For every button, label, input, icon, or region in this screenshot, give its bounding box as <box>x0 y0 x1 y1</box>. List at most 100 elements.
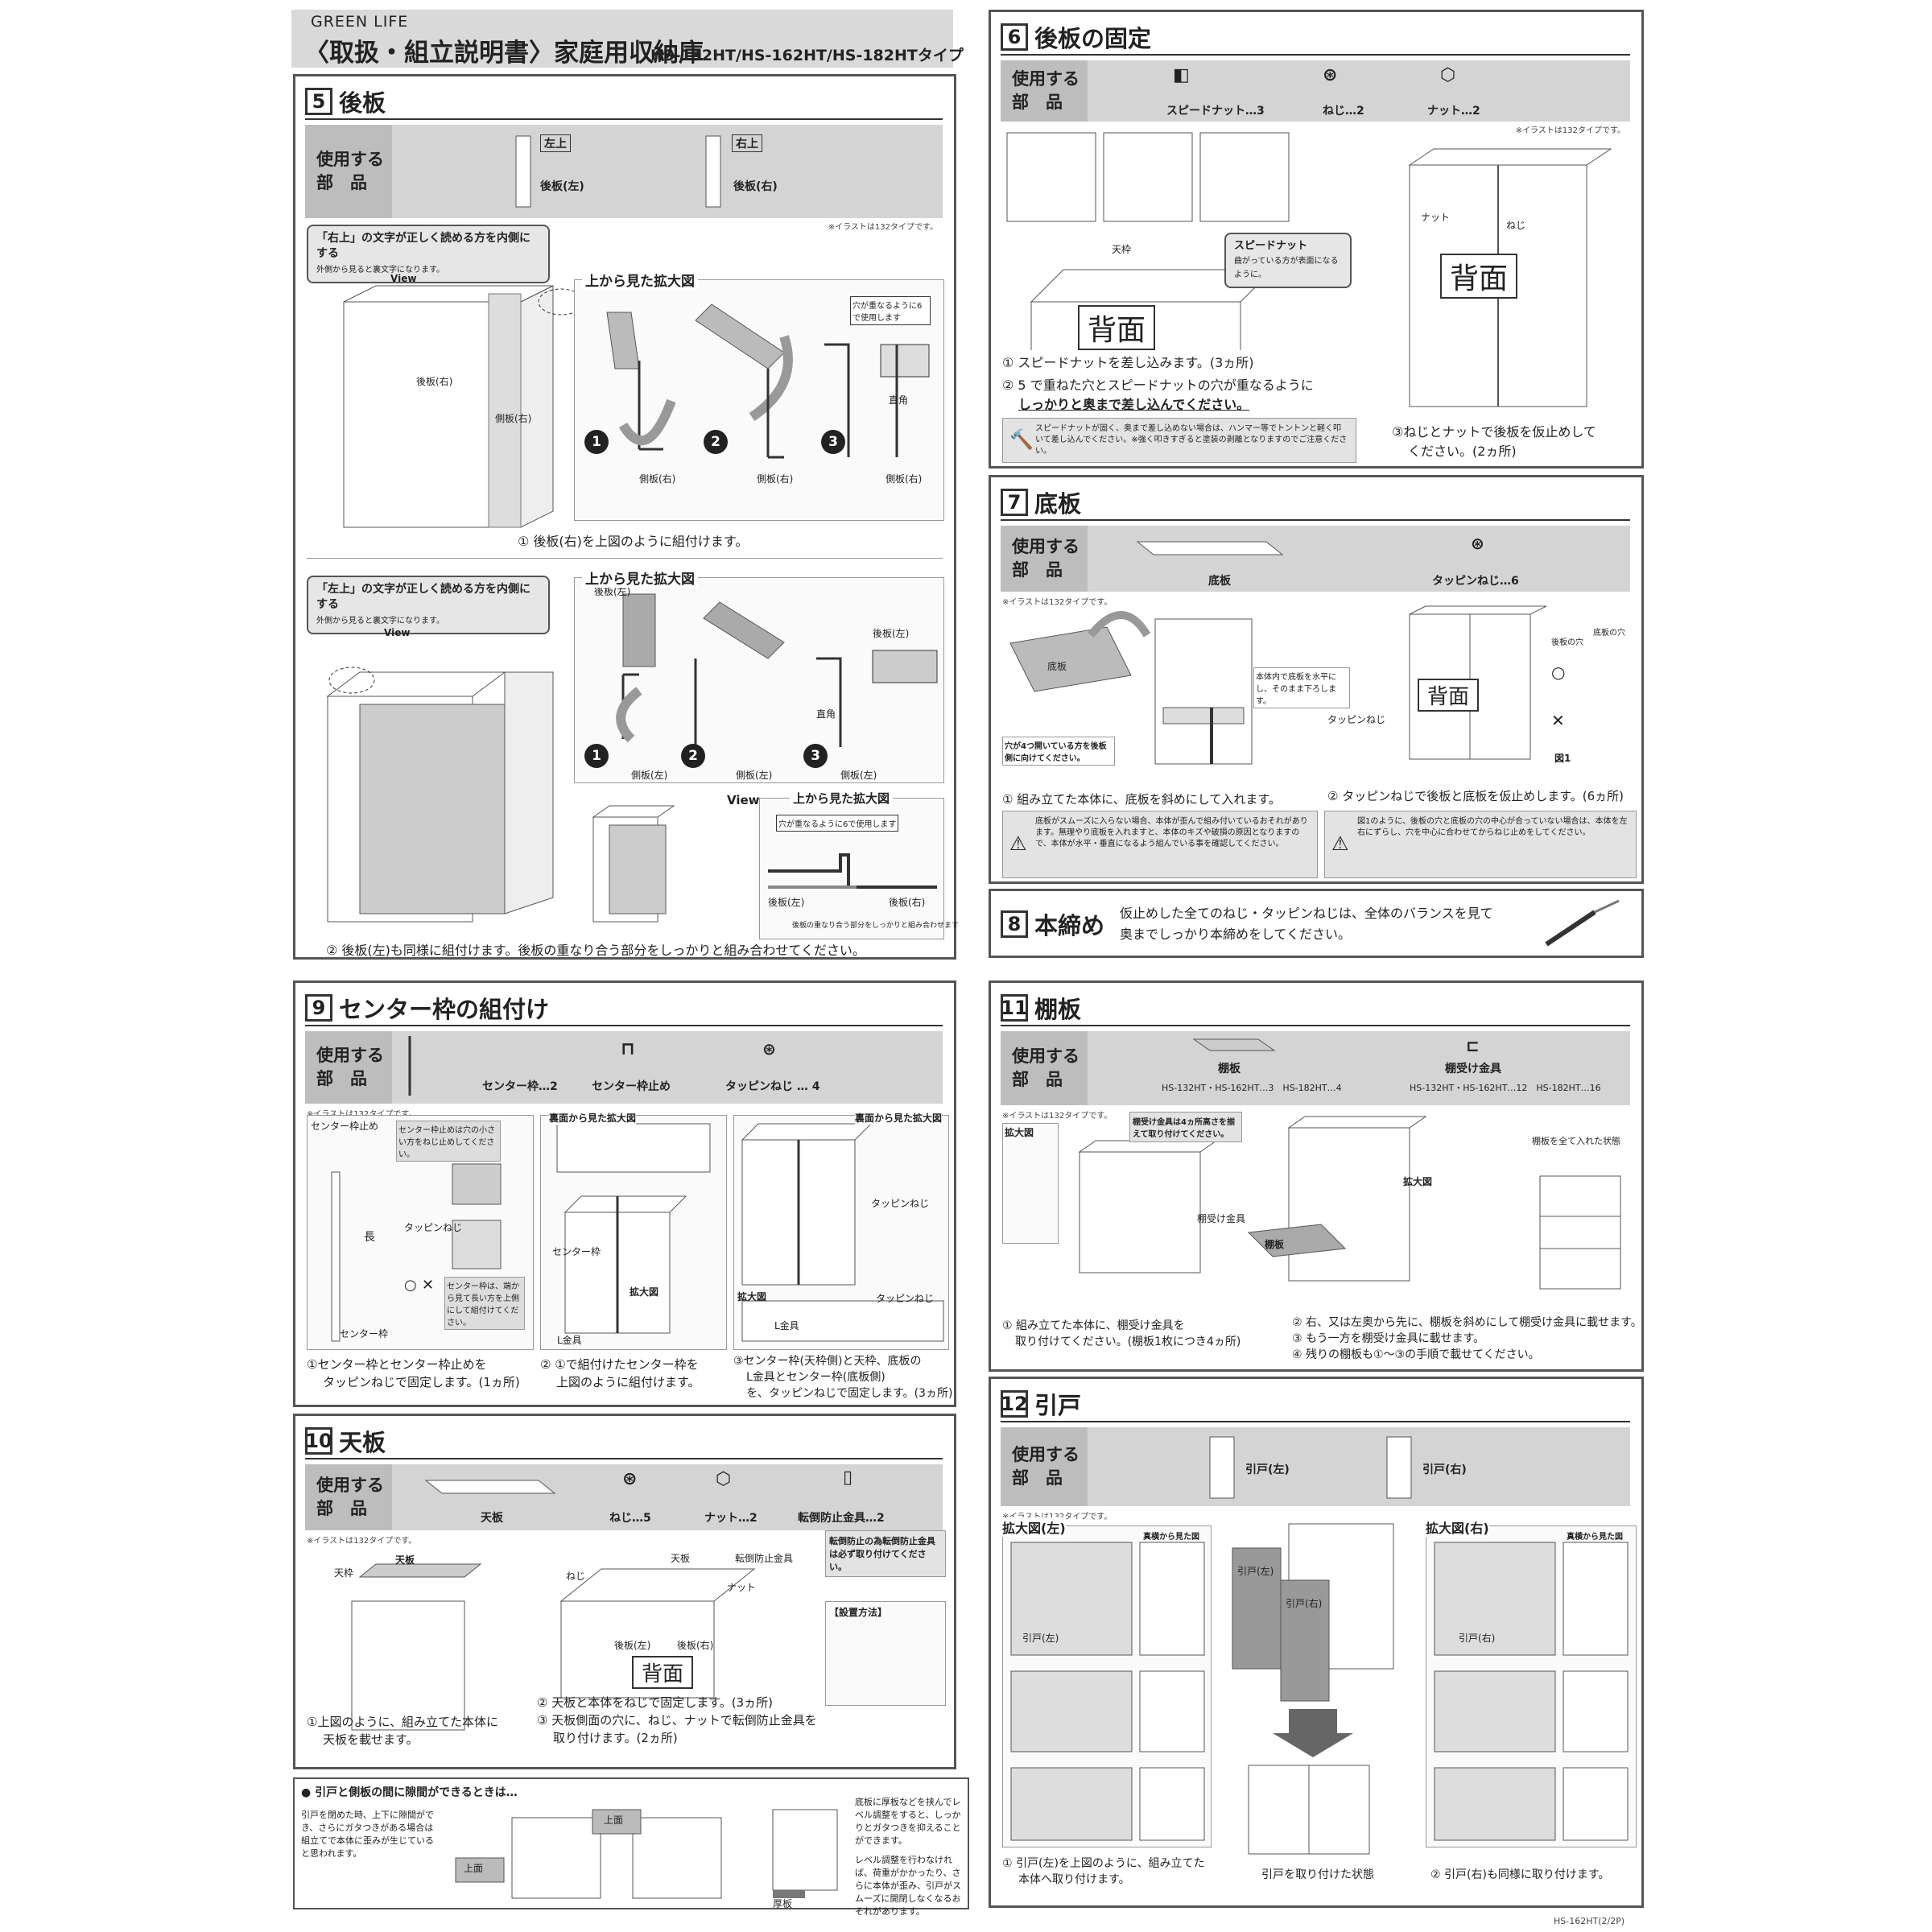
door-left-diagram <box>1010 1542 1205 1841</box>
callout-anti-tip: 転倒防止の為転倒防止金具は必ず取り付けてください。 <box>825 1530 946 1577</box>
part-speed-nut: スピードナット…3 <box>1166 105 1265 118</box>
illustration-note: ※イラストは132タイプです。 <box>1515 126 1625 135</box>
zoom-figure-1: 1 2 3 側板(右) 側板(右) 側板(右) 直角 穴が重なるように6で使用し… <box>574 279 944 521</box>
step11-4: ④ 残りの棚板も①〜③の手順で載せてください。 <box>1292 1348 1540 1361</box>
label-top-frame: 天枠 <box>1112 244 1132 255</box>
label-back-view: 背面 <box>1418 679 1480 712</box>
install-method-title: 【設置方法】 <box>829 1607 888 1618</box>
step11-1b: 取り付けてください。(棚板1枚につき4ヵ所) <box>1015 1335 1241 1348</box>
zoom-title-2: 上から見た拡大図 <box>582 568 698 588</box>
label-hole-back: 後板の穴 <box>1551 638 1583 647</box>
doors-icon <box>1209 1436 1412 1499</box>
cabinet-shelf-diagram <box>1078 1140 1218 1274</box>
step-marker-6: 3 <box>803 744 828 768</box>
overlap-note: 後板の重なり合う部分をしっかりと組み合わせます <box>792 922 960 930</box>
step6-2a: ② 5 で重ねた穴とスピードナットの穴が重なるように <box>1002 378 1314 393</box>
label-back-left-zoom-2: 後板(左) <box>873 628 910 639</box>
step-marker-2: 2 <box>704 430 728 454</box>
step-marker-4: 1 <box>584 744 609 768</box>
footer-code: HS-162HT(2/2P) <box>1554 1916 1625 1926</box>
illustration-note: ※イラストは132タイプです。 <box>307 1107 416 1119</box>
shelf-insert-diagram <box>1247 1116 1427 1282</box>
zoom-title-back-2: 裏面から見た拡大図 <box>855 1111 943 1125</box>
step6-3a: ③ねじとナットで後板を仮止めして <box>1392 424 1596 440</box>
label-tapping-screw-3: タッピンねじ <box>876 1293 935 1304</box>
step-marker-5: 2 <box>681 744 705 768</box>
step9-2b: 上図のように組付けます。 <box>556 1375 700 1389</box>
step12-1b: 本体へ取り付けます。 <box>1018 1873 1130 1886</box>
step12-1a: ① 引戸(左)を上図のように、組み立てた <box>1002 1857 1205 1870</box>
label-door-right-2: 引戸(右) <box>1459 1633 1496 1644</box>
part-center-stopper: センター枠止め <box>592 1080 671 1093</box>
label-side-view-2: 真横から見た図 <box>1567 1533 1623 1542</box>
center-stopper-icon: ⊓ <box>621 1039 635 1059</box>
step11-1a: ① 組み立てた本体に、棚受け金具を <box>1002 1319 1185 1332</box>
label-center-frame-2: センター枠 <box>552 1246 601 1257</box>
parts-box: 使用する部 品 底板 ⊛ タッピンねじ…6 <box>1001 526 1630 592</box>
nut-icon: ⬡ <box>1440 65 1456 85</box>
part-tapping-screw: タッピンねじ…6 <box>1432 575 1519 588</box>
top-board-icon <box>424 1480 556 1494</box>
label-right-angle-2: 直角 <box>816 708 836 720</box>
label-side-right-zoom: 側板(右) <box>639 473 676 485</box>
view-label-3: View <box>727 793 760 807</box>
section-title: 底板 <box>1034 490 1082 518</box>
zoom-title-left: 拡大図(左) <box>1002 1517 1066 1537</box>
gap-title: ● 引戸と側板の間に隙間ができるときは… <box>301 1786 518 1799</box>
fig-bracket-zoom: 拡大図 <box>1002 1123 1059 1244</box>
step7-1: ① 組み立てた本体に、底板を斜めにして入れます。 <box>1002 792 1281 807</box>
step7-2: ② タッピンねじで後板と底板を仮止めします。(6ヵ所) <box>1327 789 1624 803</box>
label-board: 厚板 <box>773 1898 793 1909</box>
label-l-bracket-2: L金具 <box>774 1320 799 1331</box>
screwdriver-icon <box>1545 899 1620 947</box>
zoom-figure-2: 1 2 3 後板(左) 後板(左) 直角 側板(左) 側板(左) 側板(左) <box>574 577 944 783</box>
label-gap-upper: 上面 <box>604 1814 624 1826</box>
center-stopper-diagram <box>331 1163 502 1342</box>
zoom-title-1: 上から見た拡大図 <box>582 270 698 290</box>
label-door-left-2: 引戸(左) <box>1237 1566 1274 1577</box>
warning-holes: ⚠図1のように、後板の穴と底板の穴の中心が合っていない場合は、本体を左右にずらし… <box>1324 811 1637 878</box>
tapping-screw-icon: ⊛ <box>762 1039 776 1059</box>
parts-box: 使用する部 品 左上 後板(左) 右上 後板(右) <box>305 125 943 218</box>
step6-2b: しっかりと奥まで差し込んでください。 <box>1018 397 1250 412</box>
zoom-title-3: 上から見た拡大図 <box>790 790 894 807</box>
gap-note-section: ● 引戸と側板の間に隙間ができるときは… 引戸を閉めた時、上下に隙間ができ、さら… <box>293 1777 969 1917</box>
label-shelf: 棚板 <box>1265 1239 1285 1250</box>
label-side-right-zoom-3: 側板(右) <box>886 473 923 485</box>
section-number: 10 <box>305 1427 332 1455</box>
zoom-title: 拡大図 <box>1005 1127 1034 1138</box>
correct-mark: ○ <box>1551 663 1566 682</box>
step10-1a: ①上図のように、組み立てた本体に <box>307 1715 498 1729</box>
step9-3b: L金具とセンター枠(底板側) <box>746 1371 886 1384</box>
section-title: 引戸 <box>1034 1392 1082 1419</box>
bottom-insert-diagram <box>1009 611 1253 765</box>
section-title: 天板 <box>339 1429 386 1456</box>
part-shelf-qty: HS-132HT・HS-162HT…3 HS-182HT…4 <box>1162 1083 1342 1093</box>
section-title: 本締め <box>1034 912 1105 939</box>
part-center-frame: センター枠…2 <box>482 1080 558 1093</box>
center-frame-icon <box>408 1036 411 1096</box>
view-label: View <box>390 273 417 284</box>
fig-install-method: 【設置方法】 <box>825 1601 946 1706</box>
cabinet-illustration-1 <box>343 285 584 528</box>
zoom-diagram-2 <box>616 593 938 747</box>
label-anti-tip-bracket: 転倒防止金具 <box>735 1553 794 1564</box>
label-shelf-bracket: 棚受け金具 <box>1197 1213 1246 1224</box>
step11-3: ③ もう一方を棚受け金具に載せます。 <box>1292 1332 1485 1345</box>
section-number: 6 <box>1001 23 1028 51</box>
fig-fix-frame: 裏面から見た拡大図 拡大図 タッピンねじ タッピンねじ L金具 <box>733 1111 949 1350</box>
parts-box: 使用する部 品 ◧ スピードナット…3 ⊛ ねじ…2 ⬡ ナット…2 <box>1001 60 1630 122</box>
label-bottom-board: 底板 <box>1047 661 1067 672</box>
label-long: 長 <box>364 1231 375 1244</box>
screw-icon: ⊛ <box>1323 65 1338 85</box>
step11-2: ② 右、又は左奥から先に、棚板を斜めにして棚受け金具に載せます。 <box>1292 1316 1642 1329</box>
label-back-view: 背面 <box>632 1656 694 1689</box>
section-title: 棚板 <box>1034 996 1082 1023</box>
step-marker-1: 1 <box>584 430 609 454</box>
fig-door-right: 真横から見た図 引戸(右) <box>1426 1525 1637 1847</box>
